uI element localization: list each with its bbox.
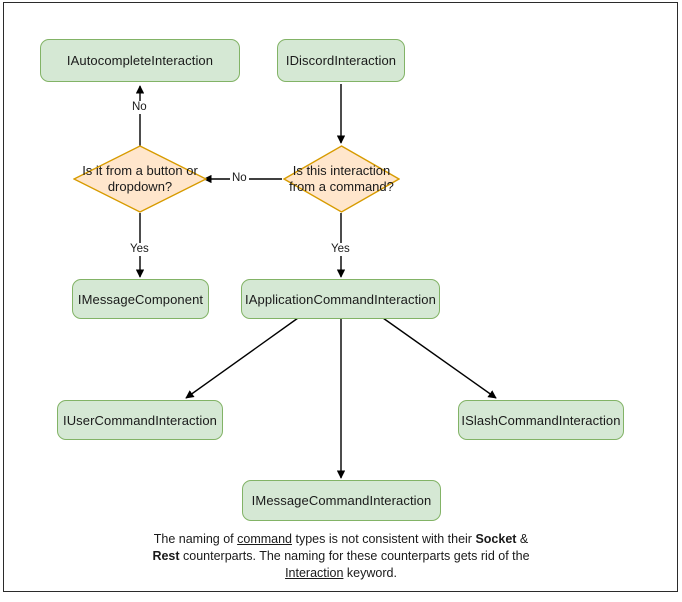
node-label: IApplicationCommandInteraction (245, 291, 436, 307)
node-label: Is it from a button or dropdown? (82, 163, 198, 194)
caption-text: counterparts gets rid of the (380, 549, 530, 563)
diagram-caption: The naming of command types is not consi… (140, 531, 542, 582)
node-decision-from-command[interactable]: Is this interaction from a command? (283, 145, 400, 213)
caption-line-2: Socket & Rest counterparts. The naming f… (152, 532, 528, 563)
node-application-command-interaction[interactable]: IApplicationCommandInteraction (241, 279, 440, 319)
edge-label-yes-messagecomponent: Yes (128, 243, 151, 256)
caption-bold-rest: Rest (152, 549, 180, 563)
node-discord-interaction[interactable]: IDiscordInteraction (277, 39, 405, 82)
edge-label-yes-applicationcommand: Yes (329, 243, 352, 256)
caption-text: keyword. (343, 566, 397, 580)
edge-applicationcommand-to-slashcommand (382, 317, 497, 399)
node-user-command-interaction[interactable]: IUserCommandInteraction (57, 400, 223, 440)
caption-underline-command: command (237, 532, 293, 546)
node-message-component[interactable]: IMessageComponent (72, 279, 209, 319)
caption-line-1: The naming of command types is not consi… (154, 532, 472, 546)
edge-label-no-horizontal: No (230, 172, 249, 185)
node-label: IMessageComponent (77, 291, 204, 307)
node-decision-button-or-dropdown[interactable]: Is it from a button or dropdown? (73, 145, 207, 213)
edge-applicationcommand-to-usercommand (185, 317, 299, 399)
node-message-command-interaction[interactable]: IMessageCommandInteraction (242, 480, 441, 521)
caption-text: & (516, 532, 529, 546)
caption-text: The naming of (153, 532, 238, 546)
caption-underline-interaction: Interaction (285, 566, 344, 580)
node-autocomplete-interaction[interactable]: IAutocompleteInteraction (40, 39, 240, 82)
node-label: Is this interaction from a command? (289, 163, 394, 194)
node-label: IMessageCommandInteraction (251, 493, 432, 508)
caption-text: types is not consistent with their (292, 532, 472, 546)
edge-label-no-autocomplete: No (130, 101, 149, 114)
diamond-shape (283, 145, 400, 213)
caption-bold-socket: Socket (475, 532, 517, 546)
caption-text: counterparts. The naming for these (179, 549, 378, 563)
node-label: IDiscordInteraction (285, 53, 397, 68)
diamond-shape (73, 145, 207, 213)
node-label: IUserCommandInteraction (62, 412, 218, 428)
caption-line-3: counterparts gets rid of the Interaction… (285, 549, 529, 580)
node-label: IAutocompleteInteraction (66, 53, 214, 68)
node-label: ISlashCommandInteraction (461, 412, 621, 428)
node-slash-command-interaction[interactable]: ISlashCommandInteraction (458, 400, 624, 440)
